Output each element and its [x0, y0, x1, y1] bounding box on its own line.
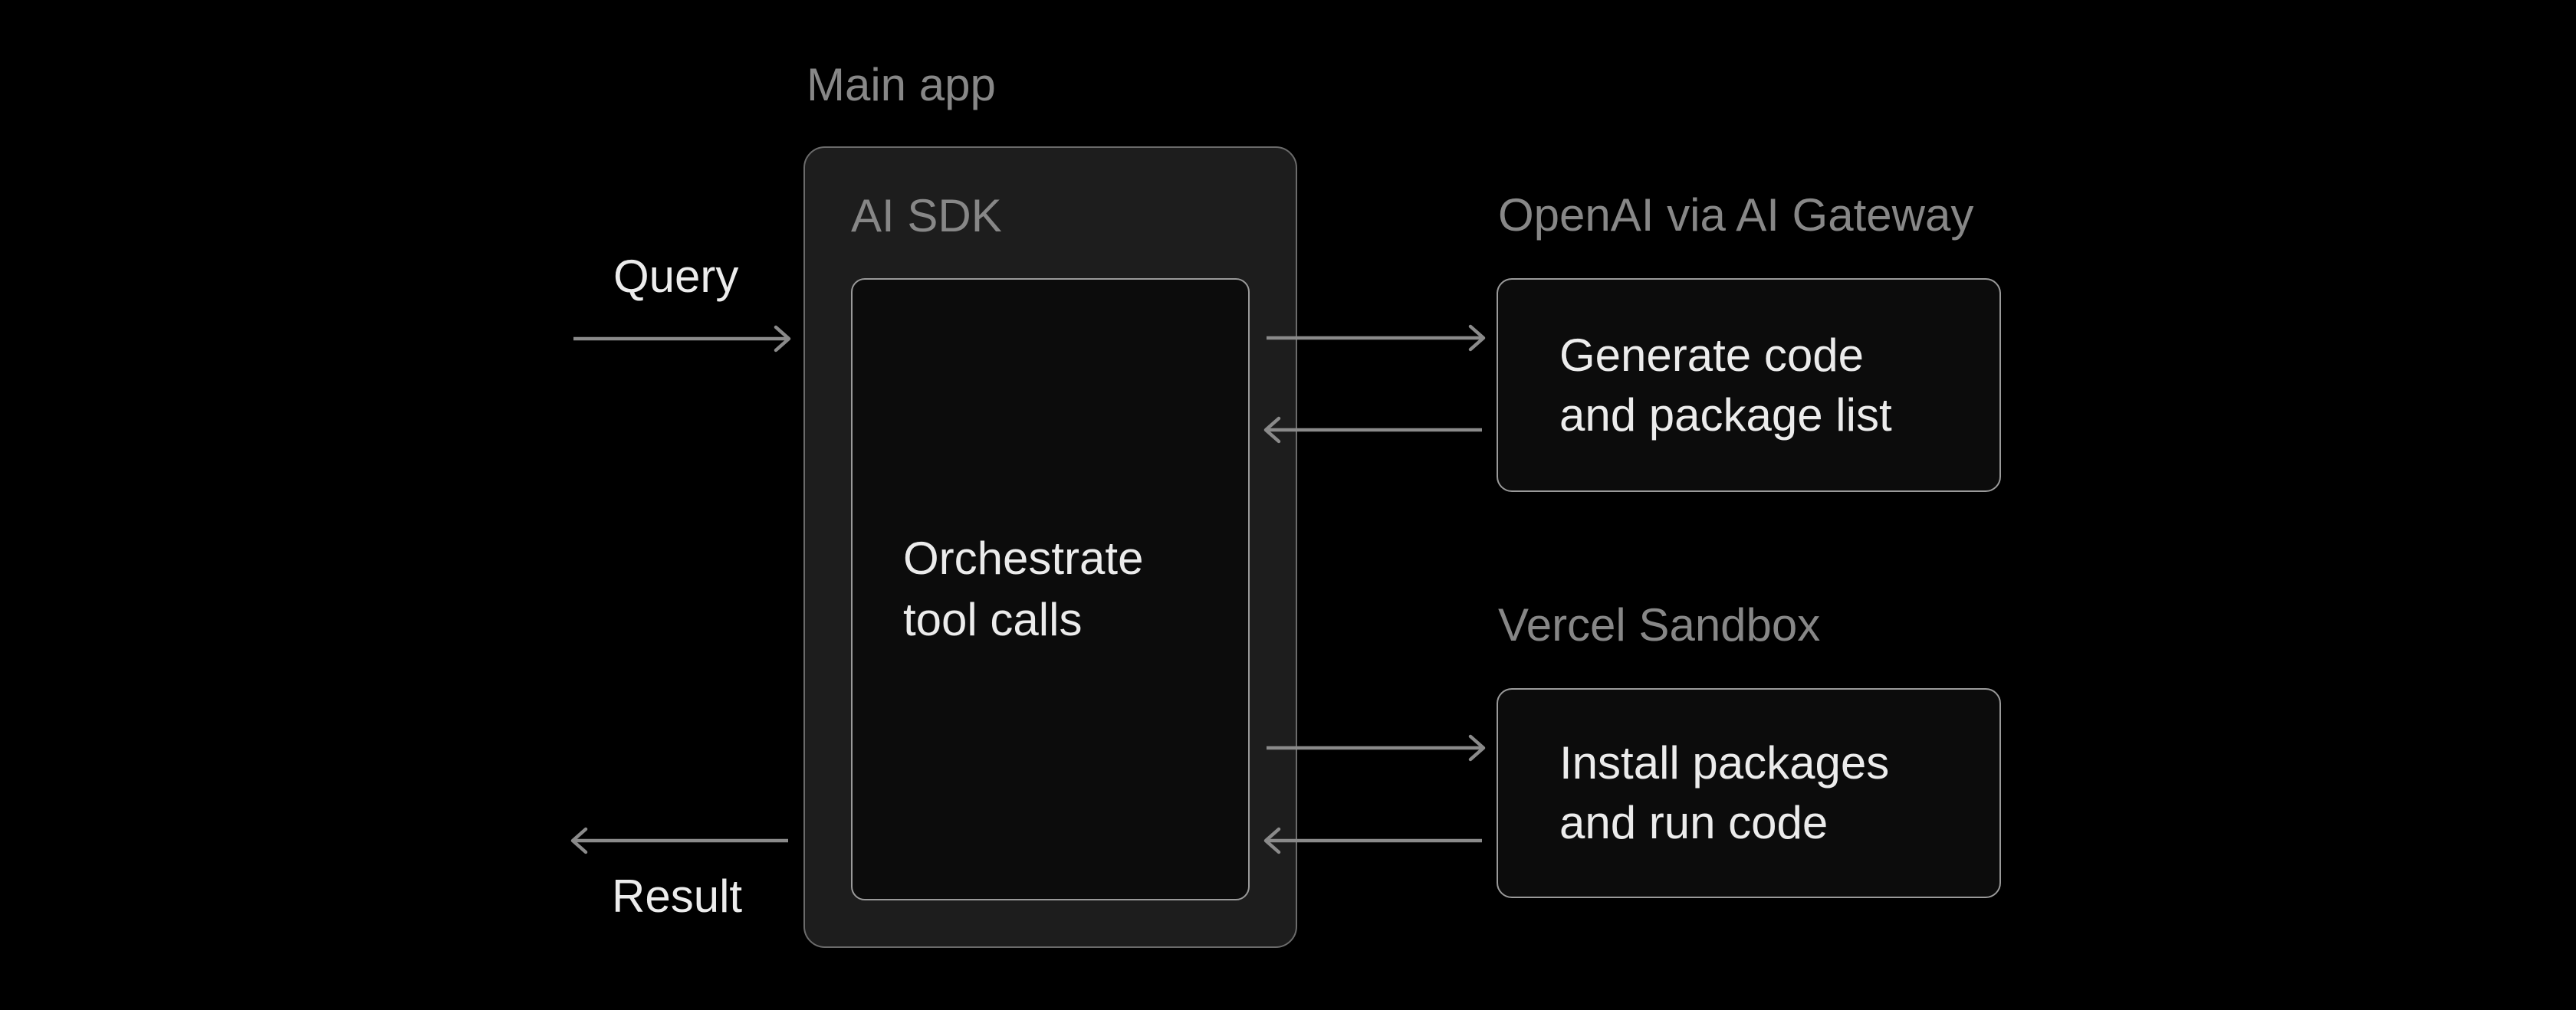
orchestrate-node: Orchestrate tool calls — [851, 278, 1250, 900]
vercel-sandbox-label: Vercel Sandbox — [1498, 599, 1821, 651]
query-label: Query — [613, 251, 739, 302]
install-run-node-text: Install packages and run code — [1559, 737, 1890, 848]
main-app-label: Main app — [807, 59, 996, 110]
orchestrate-node-text: Orchestrate tool calls — [903, 533, 1144, 645]
generate-code-node: Generate code and package list — [1497, 278, 2001, 492]
ai-sdk-label: AI SDK — [851, 190, 1002, 241]
openai-gateway-label: OpenAI via AI Gateway — [1498, 189, 1974, 241]
result-arrow — [570, 827, 788, 854]
gateway-request-arrow — [1267, 324, 1486, 352]
gateway-response-arrow — [1263, 416, 1482, 444]
sandbox-request-arrow — [1267, 734, 1486, 762]
result-label: Result — [612, 871, 743, 922]
install-run-node: Install packages and run code — [1497, 688, 2001, 898]
sandbox-response-arrow — [1263, 827, 1482, 854]
generate-code-node-text: Generate code and package list — [1559, 329, 1892, 441]
query-arrow — [573, 325, 791, 353]
